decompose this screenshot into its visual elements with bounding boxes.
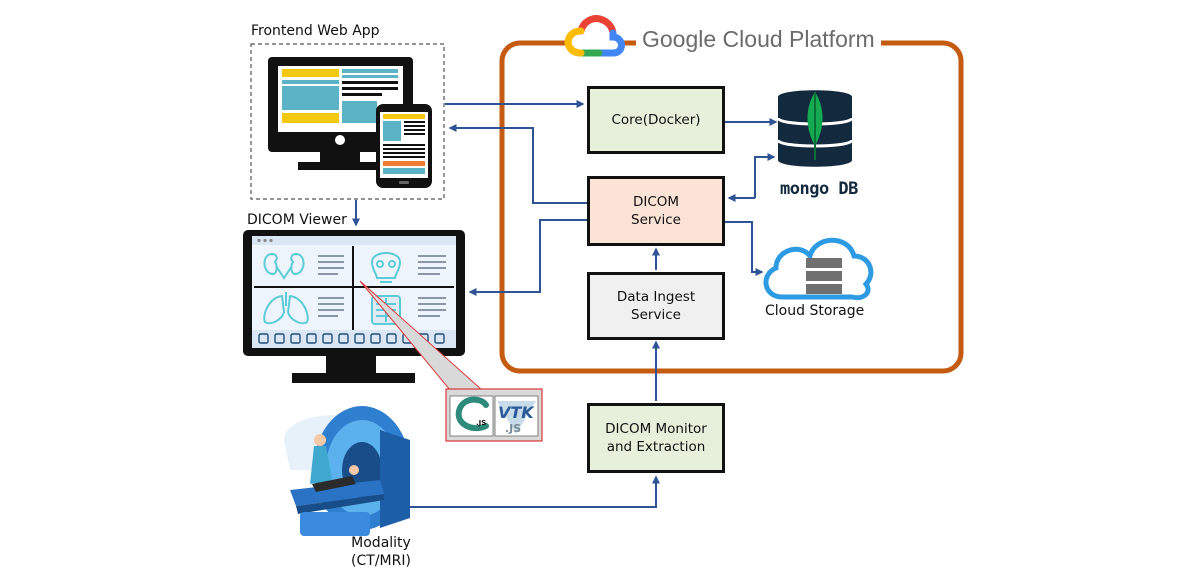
cornerstone-js-label: .JS [476,419,486,427]
data-ingest-box: Data Ingest Service [587,272,725,340]
vtk-label: VTK [498,403,535,422]
cornerstone-logo-icon: .JS [449,395,494,437]
viewer-label: DICOM Viewer [247,212,347,228]
mongodb-label: mongo DB [780,179,858,199]
vtk-logo-icon: VTK .JS [494,395,539,437]
modality-label: Modality [351,535,411,551]
google-cloud-icon [564,15,625,57]
arrow-dicom-to-viewer [468,219,588,296]
storage-label: Cloud Storage [765,303,865,319]
frontend-web-app-group [250,43,445,200]
vtk-js-label: .JS [505,422,521,435]
medical-viewer-icon [243,230,465,383]
arrow-modality-to-monitor [410,475,660,508]
mongodb-icon [776,90,854,167]
frontend-label: Frontend Web App [251,23,380,39]
core-docker-box: Core(Docker) [587,86,725,154]
modality-sublabel: (CT/MRI) [351,553,411,569]
arrow-dicom-to-storage [724,221,764,276]
gcp-title: Google Cloud Platform [636,26,881,53]
arrow-dicom-to-frontend [448,124,588,204]
mobile-icon [376,104,432,188]
mri-scanner-icon [284,406,410,536]
cloud-storage-icon [763,237,874,301]
dicom-monitor-box: DICOM Monitor and Extraction [587,403,725,473]
arrow-dicom-to-mongo [754,153,776,198]
gcp-boundary [499,40,964,374]
dicom-service-box: DICOM Service [587,176,725,246]
